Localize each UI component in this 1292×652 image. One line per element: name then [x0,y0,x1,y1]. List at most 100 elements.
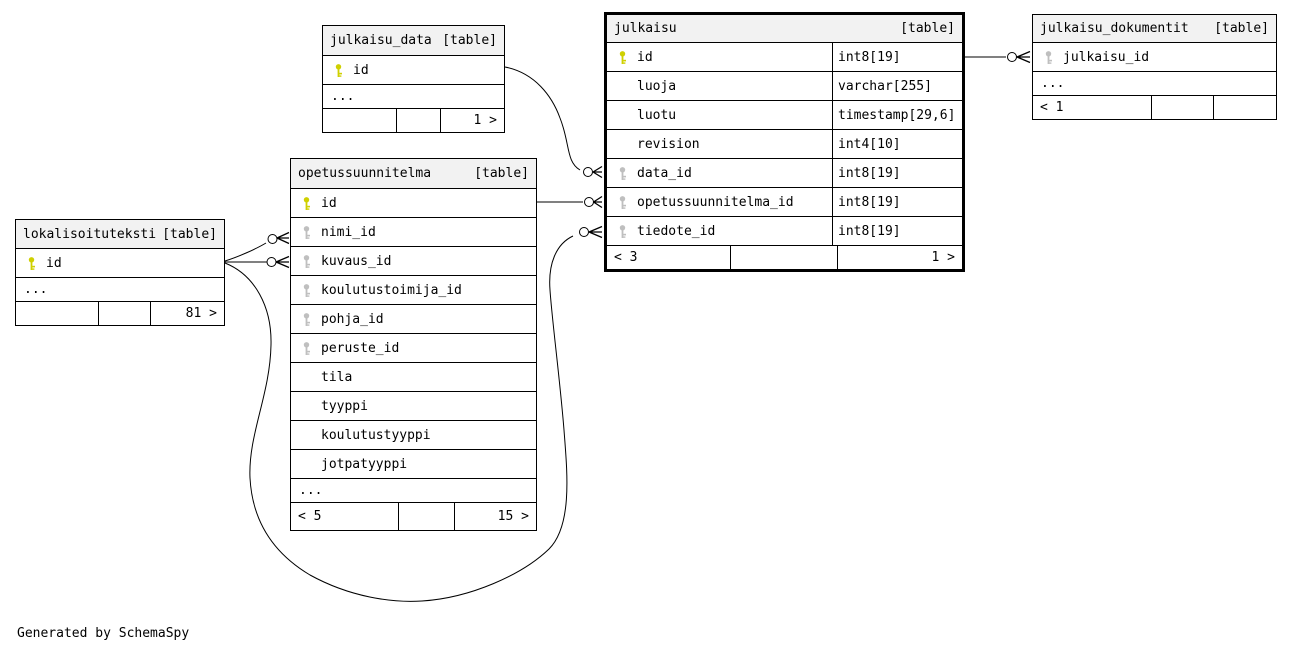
column-row[interactable]: luoja varchar[255] [607,72,962,101]
column-row[interactable]: id [291,189,536,218]
column-row[interactable]: koulutustoimija_id [291,276,536,305]
footer-cell-right: 1 > [473,113,497,128]
foreign-key-icon [607,166,637,181]
column-name: peruste_id [321,340,400,356]
column-row[interactable]: koulutustyyppi [291,421,536,450]
primary-key-icon [323,63,353,78]
table-header[interactable]: lokalisoituteksti[table] [16,220,224,249]
more-columns-indicator: ... [16,278,224,302]
column-row[interactable]: luotu timestamp[29,6] [607,101,962,130]
column-name: pohja_id [321,311,384,327]
rel-lokalisoituteksti-nimi [224,231,290,262]
column-type: int8[19] [832,159,962,187]
footer-cell-left: < 1 [1033,96,1153,119]
column-row[interactable]: tiedote_id int8[19] [607,217,962,246]
table-footer: 1 > [323,109,504,132]
column-row[interactable]: opetussuunnitelma_id int8[19] [607,188,962,217]
rel-opetussuunnitelma-julkaisu [537,195,603,209]
column-name: opetussuunnitelma_id [637,194,794,210]
foreign-key-icon [291,225,321,240]
footer-cell-right: 1 > [931,250,955,265]
footer-cell-left: < 5 [291,503,399,530]
generator-credit: Generated by SchemaSpy [17,626,190,641]
column-name: id [46,255,62,271]
table-header[interactable]: julkaisu_dokumentit[table] [1033,15,1276,43]
rel-lokalisoituteksti-tiedote [224,225,603,602]
table-footer: < 1 [1033,96,1276,119]
table-name: julkaisu_dokumentit [1040,21,1189,36]
column-type: int8[19] [832,43,962,71]
table-node-opetussuunnitelma[interactable]: opetussuunnitelma [table] id nimi_id kuvaus_… [290,158,537,531]
column-type: int8[19] [832,217,962,245]
table-footer: 81 > [16,302,224,325]
primary-key-icon [607,50,637,65]
table-name: julkaisu_data [330,33,432,48]
footer-cell-left: < 3 [607,246,732,269]
table-name: lokalisoituteksti [23,226,157,242]
column-type: int8[19] [832,188,962,216]
column-row[interactable]: tila [291,363,536,392]
footer-cell-right: 15 > [497,509,529,524]
column-name: julkaisu_id [1063,49,1150,65]
zero-circle-icon [579,227,589,237]
crows-foot-icon [592,165,603,179]
table-badge: [table] [900,21,955,36]
column-row[interactable]: tyyppi [291,392,536,421]
column-row[interactable]: pohja_id [291,305,536,334]
footer-cell-middle [99,302,152,325]
column-name: id [353,62,369,78]
column-name: koulutustyyppi [321,427,431,443]
column-row[interactable]: nimi_id [291,218,536,247]
column-row[interactable]: id [16,249,224,278]
footer-cell-left [323,109,398,132]
column-row[interactable]: data_id int8[19] [607,159,962,188]
table-node-julkaisu-data[interactable]: julkaisu_data[table]id...1 > [322,25,505,133]
column-type: int4[10] [832,130,962,158]
crows-foot-icon [593,195,603,209]
footer-cell-middle [1152,96,1215,119]
table-name: opetussuunnitelma [298,166,432,181]
table-badge: [table] [474,166,529,181]
column-type: timestamp[29,6] [832,101,962,129]
table-badge: [table] [442,33,497,48]
footer-cell-middle [397,109,441,132]
column-name: luoja [637,78,677,94]
foreign-key-icon [291,254,321,269]
table-node-lokalisoituteksti[interactable]: lokalisoituteksti[table] id...81 > [15,219,225,326]
more-columns-indicator: ... [291,479,536,503]
column-name: tila [321,369,353,385]
column-row[interactable]: julkaisu_id [1033,43,1276,72]
column-row[interactable]: kuvaus_id [291,247,536,276]
column-name: nimi_id [321,224,376,240]
table-header[interactable]: opetussuunnitelma [table] [291,159,536,189]
table-header[interactable]: julkaisu_data [table] [323,26,504,56]
rel-julkaisu-julkaisu_dokumentit [965,50,1031,64]
column-name: revision [637,136,700,152]
foreign-key-icon [607,224,637,239]
column-row[interactable]: peruste_id [291,334,536,363]
zero-circle-icon [584,197,594,207]
table-footer: < 5 15 > [291,503,536,530]
column-name: luotu [637,107,677,123]
primary-key-icon [16,256,46,271]
column-type: varchar[255] [832,72,962,100]
zero-circle-icon [583,167,593,177]
table-header[interactable]: julkaisu[table] [607,15,962,43]
primary-key-icon [291,196,321,211]
crows-foot-icon [588,225,603,239]
column-name: data_id [637,165,692,181]
table-node-julkaisu-dokumentit[interactable]: julkaisu_dokumentit[table]julkaisu_id...… [1032,14,1277,120]
column-row[interactable]: jotpatyyppi [291,450,536,479]
table-footer: < 3 1 > [607,246,962,269]
zero-circle-icon [1007,52,1017,62]
crows-foot-icon [276,231,290,245]
column-row[interactable]: revision int4[10] [607,130,962,159]
column-row[interactable]: id [323,56,504,85]
crows-foot-icon [275,255,290,269]
zero-circle-icon [267,234,278,244]
column-name: tiedote_id [637,223,716,239]
